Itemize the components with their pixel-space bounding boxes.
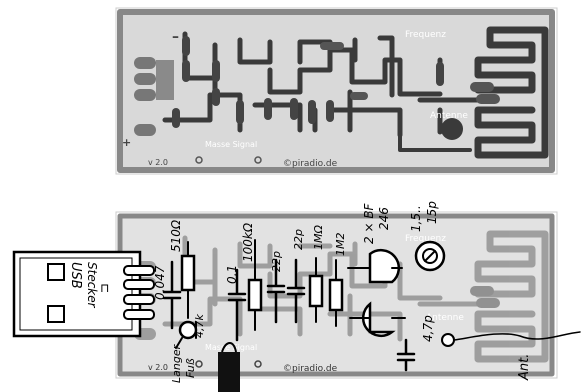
transistors-label-2: 246 — [377, 207, 391, 230]
c-22p-label-1: 22p — [270, 251, 283, 272]
handwritten-annotations: 0,047 510Ω 4,7k Langer Fuß 0,1 100kΩ 22p… — [153, 201, 532, 383]
top-masse-signal-label: Masse Signal — [205, 140, 257, 149]
top-plus-label: + — [122, 136, 131, 149]
stecker-label: Stecker — [85, 262, 99, 309]
transistors-label-1: 2 × BF — [362, 202, 376, 244]
bottom-frequenz-label: Frequenz — [405, 234, 446, 244]
r-1m-label: 1MΩ — [312, 225, 325, 250]
components — [162, 239, 581, 372]
bottom-antenne-label: Antenne — [426, 313, 464, 323]
bottom-copyright-label: ©piradio.de — [283, 364, 338, 374]
r-1m2-label: 1M2 — [334, 233, 347, 257]
long-leg-label-2: Fuß — [184, 358, 197, 378]
r-510-label: 510Ω — [169, 219, 183, 252]
top-traces — [162, 26, 549, 159]
usb-label: USB — [68, 262, 83, 289]
usb-symbol: ⊓ — [100, 281, 109, 295]
c-01-label: 0,1 — [225, 265, 239, 284]
top-version-label: v 2.0 — [148, 158, 168, 167]
c-0047-label: 0,047 — [153, 265, 167, 300]
c-47p-label: 4,7p — [421, 315, 435, 342]
top-minus-label: – — [172, 29, 179, 45]
power-cable — [218, 342, 240, 392]
usb-plug: USB Stecker ⊓ — [12, 250, 155, 338]
trimmer-label-1: 1,5.. — [409, 205, 423, 232]
c-22p-label-2: 22p — [292, 229, 305, 250]
long-leg-label-1: Langer — [170, 343, 183, 383]
top-pcb-board: Frequenz Antenne Masse Signal v 2.0 ©pir… — [115, 7, 558, 175]
top-left-pads — [134, 57, 174, 136]
bottom-version-label: v 2.0 — [148, 363, 168, 372]
ant-label: Ant. — [517, 354, 532, 381]
top-frequenz-label: Frequenz — [405, 30, 446, 40]
top-antenne-label: Antenne — [430, 111, 468, 121]
led-label: 4,7k — [193, 314, 206, 338]
bottom-masse-signal-label: Masse Signal — [205, 343, 257, 352]
r-100k-label: 100kΩ — [241, 222, 255, 262]
top-copyright-label: ©piradio.de — [283, 159, 338, 169]
trimmer-label-2: 15p — [425, 201, 439, 224]
